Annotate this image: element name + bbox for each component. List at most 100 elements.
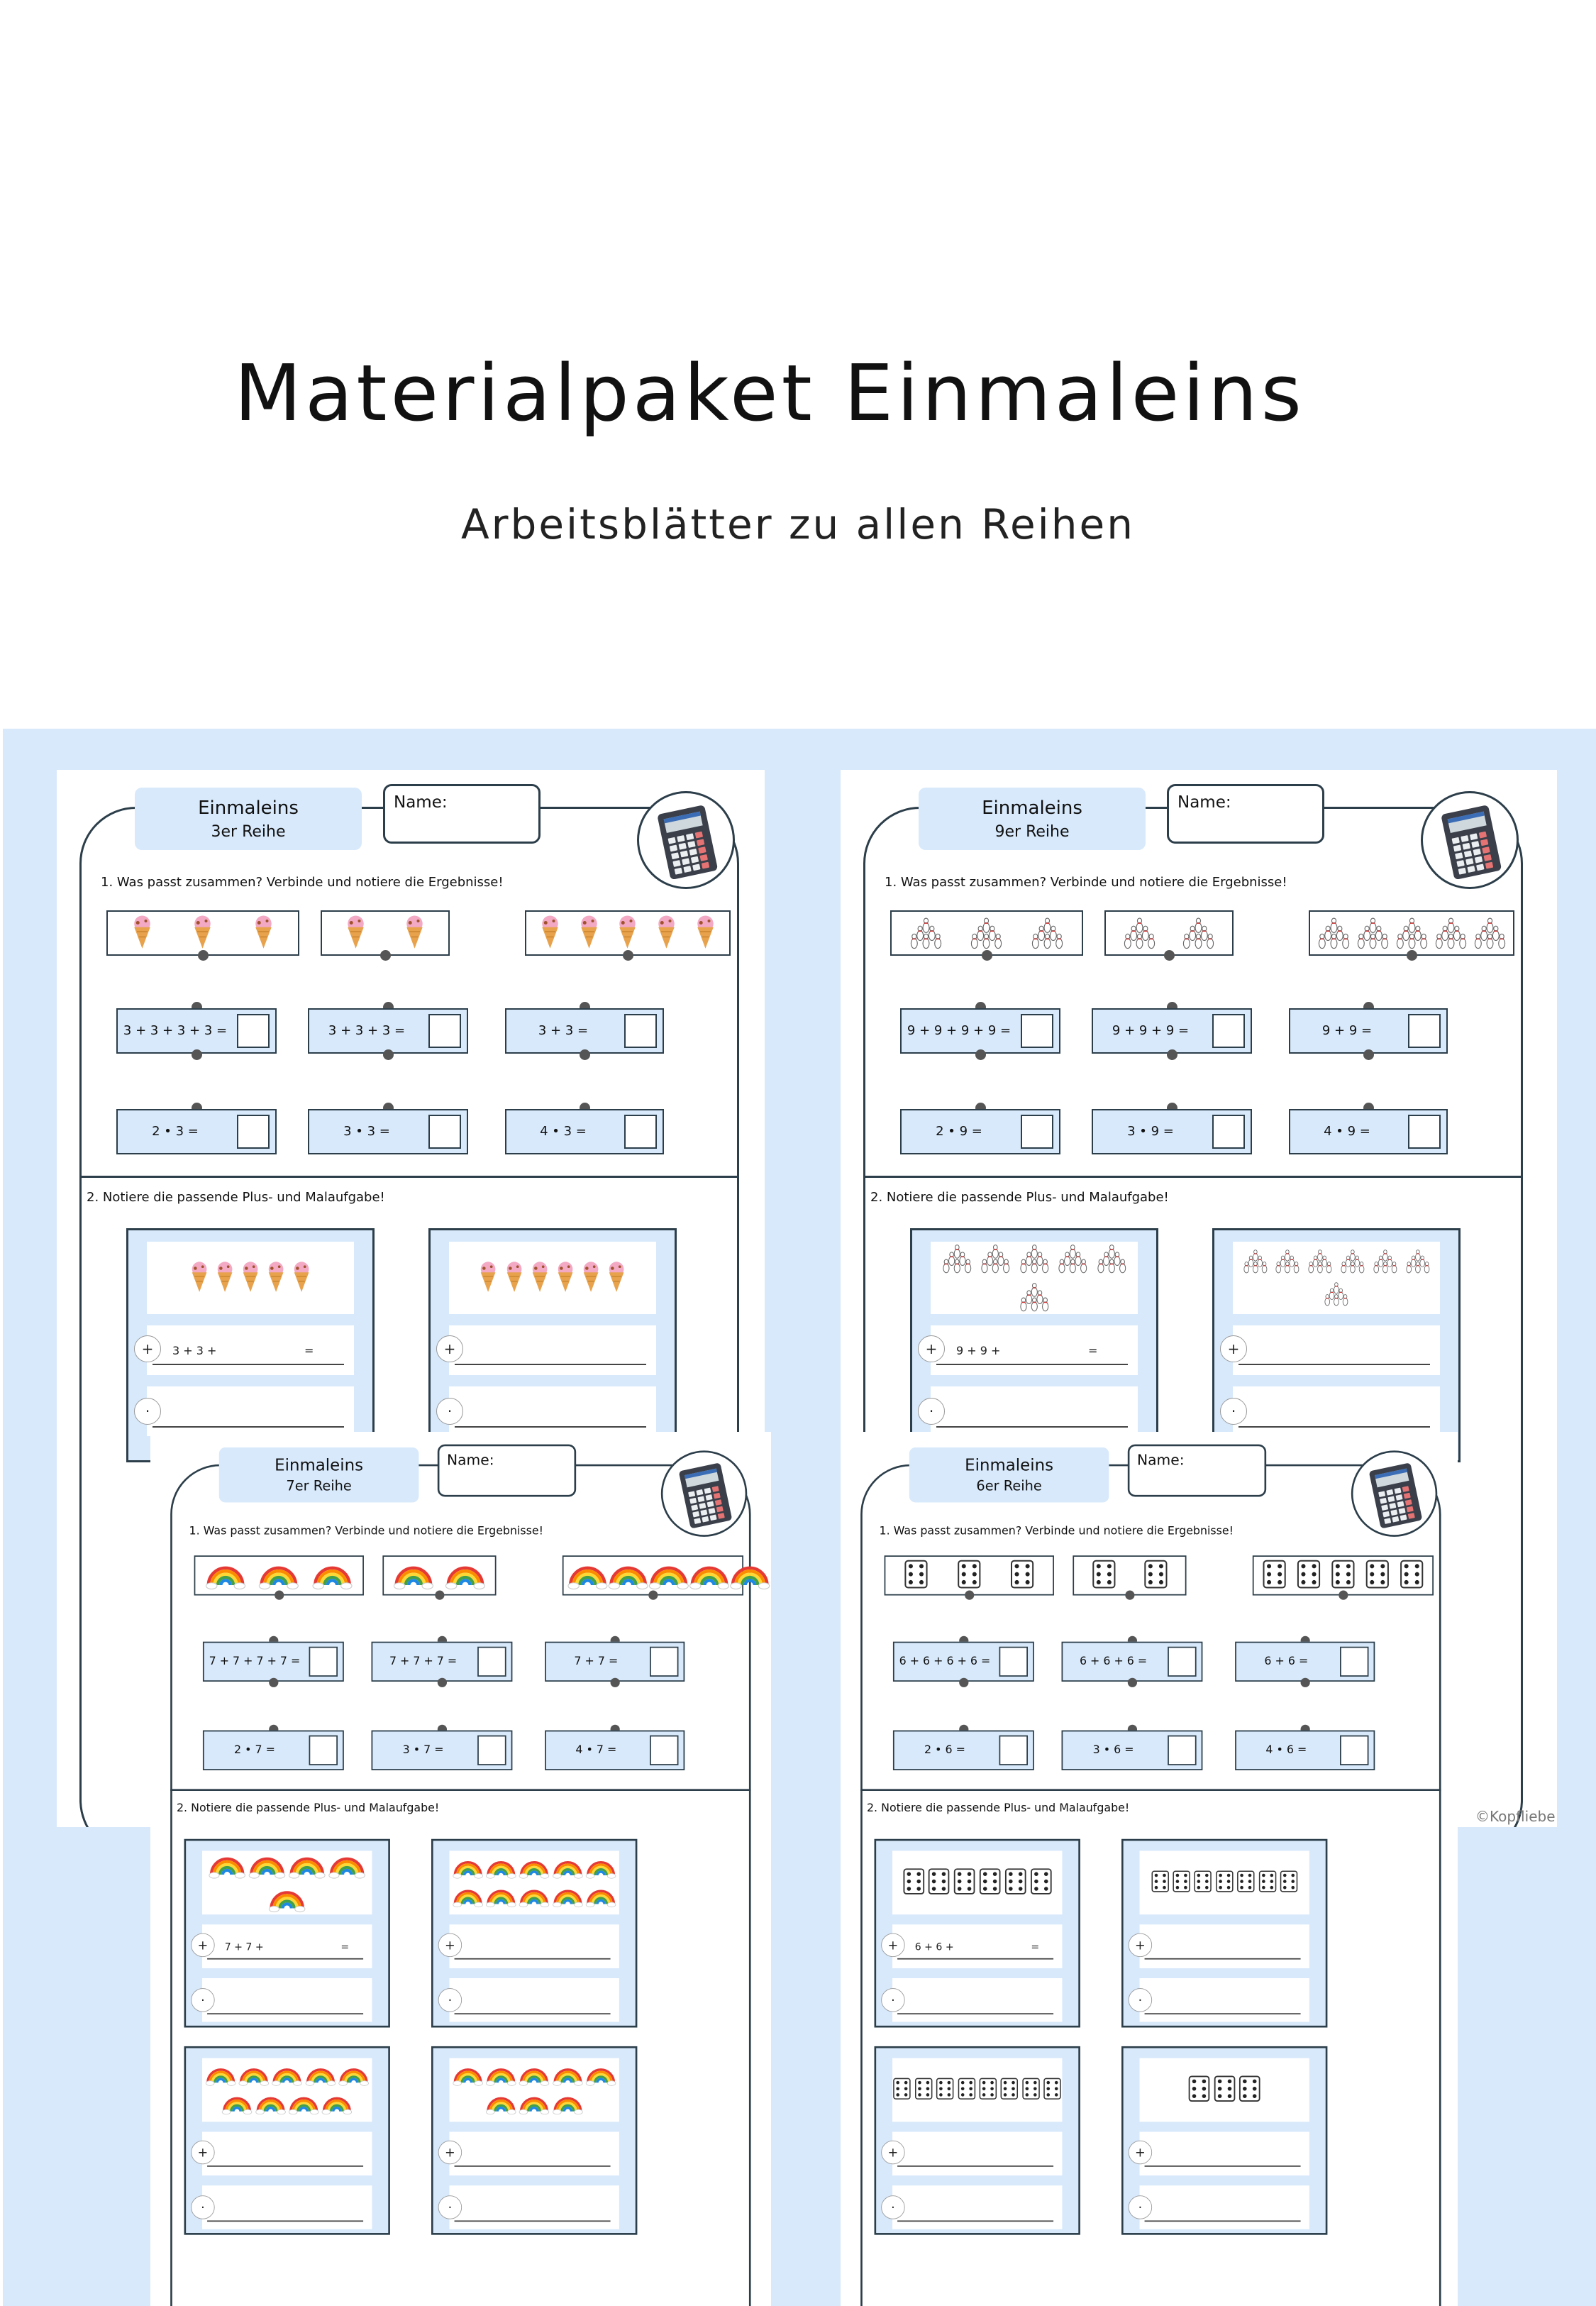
mult-answer-line[interactable] — [897, 2220, 1054, 2222]
mult-answer-line[interactable] — [1238, 1426, 1430, 1428]
connect-dot[interactable] — [1363, 1049, 1374, 1060]
plus-answer-line[interactable] — [454, 1958, 611, 1960]
name-field[interactable]: Name: — [437, 1444, 577, 1497]
answer-box[interactable] — [1340, 1735, 1369, 1765]
connect-dot[interactable] — [965, 1590, 975, 1600]
answer-box[interactable] — [999, 1646, 1028, 1677]
answer-box[interactable] — [1212, 1115, 1245, 1149]
rainbow-icon — [519, 2091, 550, 2117]
connect-dot[interactable] — [380, 950, 391, 961]
plus-answer-line[interactable] — [207, 1958, 364, 1960]
answer-box[interactable] — [477, 1646, 506, 1677]
rainbow-icon — [321, 2091, 353, 2117]
answer-box[interactable] — [1168, 1735, 1197, 1765]
plus-answer-line[interactable] — [455, 1364, 646, 1365]
answer-box[interactable] — [1408, 1115, 1441, 1149]
dice-icon — [1258, 1870, 1277, 1896]
mult-answer-line[interactable] — [153, 1426, 344, 1428]
plus-answer-line[interactable] — [1144, 1958, 1301, 1960]
answer-box[interactable] — [1408, 1014, 1441, 1048]
ice-cream-icon — [654, 914, 679, 952]
connect-dot[interactable] — [1300, 1677, 1310, 1687]
connect-dot[interactable] — [1127, 1677, 1137, 1687]
dice-icon — [928, 1867, 951, 1898]
task-1-instruction: 1. Was passt zusammen? Verbinde und noti… — [885, 875, 1287, 890]
connect-dot[interactable] — [648, 1590, 658, 1600]
mult-answer-line[interactable] — [936, 1426, 1128, 1428]
answer-box[interactable] — [1340, 1646, 1369, 1677]
rainbow-icon — [268, 1884, 306, 1915]
plus-hint: 6 + 6 + — [914, 1941, 954, 1953]
name-field[interactable]: Name: — [1167, 784, 1324, 844]
mult-answer-line[interactable] — [1144, 2220, 1301, 2222]
equation-text: 3 + 3 + 3 = — [328, 1023, 406, 1038]
connect-dot[interactable] — [623, 950, 633, 961]
connect-dot[interactable] — [975, 1049, 986, 1060]
mult-answer-line[interactable] — [1144, 2013, 1301, 2015]
connect-dot[interactable] — [982, 950, 992, 961]
answer-box[interactable] — [650, 1646, 679, 1677]
plus-answer-line[interactable] — [897, 2166, 1054, 2167]
mult-answer-line[interactable] — [897, 2013, 1054, 2015]
plus-answer-line[interactable] — [207, 2166, 364, 2167]
answer-box[interactable] — [428, 1115, 461, 1149]
answer-box[interactable] — [428, 1014, 461, 1048]
mult-answer-line[interactable] — [455, 1426, 646, 1428]
rainbow-icon — [393, 1559, 433, 1593]
connect-dot[interactable] — [275, 1590, 284, 1600]
answer-box[interactable] — [477, 1735, 506, 1765]
connect-dot[interactable] — [580, 1049, 590, 1060]
connect-dot[interactable] — [435, 1590, 445, 1600]
name-field[interactable]: Name: — [383, 784, 541, 844]
connect-dot[interactable] — [1125, 1590, 1135, 1600]
connect-dot[interactable] — [959, 1677, 969, 1687]
dice-icon — [1043, 2077, 1062, 2103]
mult-answer-line[interactable] — [454, 2013, 611, 2015]
dice-icon — [1194, 1870, 1213, 1896]
connect-dot[interactable] — [437, 1677, 447, 1687]
connect-dot[interactable] — [192, 1049, 202, 1060]
connect-dot[interactable] — [610, 1677, 620, 1687]
connect-dot[interactable] — [383, 1049, 394, 1060]
plus-answer-line[interactable] — [1144, 2166, 1301, 2167]
plus-answer-line[interactable] — [897, 1958, 1054, 1960]
plus-answer-line[interactable] — [1238, 1364, 1430, 1365]
answer-box[interactable] — [1021, 1115, 1053, 1149]
answer-box[interactable] — [1168, 1646, 1197, 1677]
connect-dot[interactable] — [1407, 950, 1417, 961]
rainbow-icon — [238, 2063, 270, 2089]
rainbow-icon — [485, 1855, 516, 1882]
equation-text: 7 + 7 = — [574, 1655, 619, 1668]
plus-answer-line[interactable] — [936, 1364, 1128, 1365]
answer-box[interactable] — [624, 1014, 657, 1048]
exercise-card: +·9 + 9 += — [910, 1228, 1158, 1462]
plus-symbol: + — [438, 1933, 462, 1958]
answer-box[interactable] — [237, 1115, 270, 1149]
answer-box[interactable] — [237, 1014, 270, 1048]
answer-box[interactable] — [650, 1735, 679, 1765]
rainbow-icon — [519, 1855, 550, 1882]
plus-symbol: + — [1128, 2140, 1153, 2165]
connect-dot[interactable] — [1339, 1590, 1348, 1600]
connect-dot[interactable] — [1164, 950, 1175, 961]
plus-answer-line[interactable] — [153, 1364, 344, 1365]
name-field[interactable]: Name: — [1127, 1444, 1267, 1497]
answer-box[interactable] — [309, 1646, 338, 1677]
answer-box[interactable] — [309, 1735, 338, 1765]
answer-box[interactable] — [1021, 1014, 1053, 1048]
exercise-card: +· — [1121, 1838, 1328, 2028]
mult-answer-line[interactable] — [207, 2013, 364, 2015]
answer-box[interactable] — [1212, 1014, 1245, 1048]
bowling-pins-icon — [1353, 914, 1392, 952]
mult-answer-line[interactable] — [207, 2220, 364, 2222]
answer-box[interactable] — [999, 1735, 1028, 1765]
connect-dot[interactable] — [1167, 1049, 1177, 1060]
answer-box[interactable] — [624, 1115, 657, 1149]
connect-dot[interactable] — [269, 1677, 279, 1687]
connect-dot[interactable] — [198, 950, 209, 961]
plus-answer-line[interactable] — [454, 2166, 611, 2167]
dice-icon — [978, 1867, 1001, 1898]
mult-answer-line[interactable] — [454, 2220, 611, 2222]
